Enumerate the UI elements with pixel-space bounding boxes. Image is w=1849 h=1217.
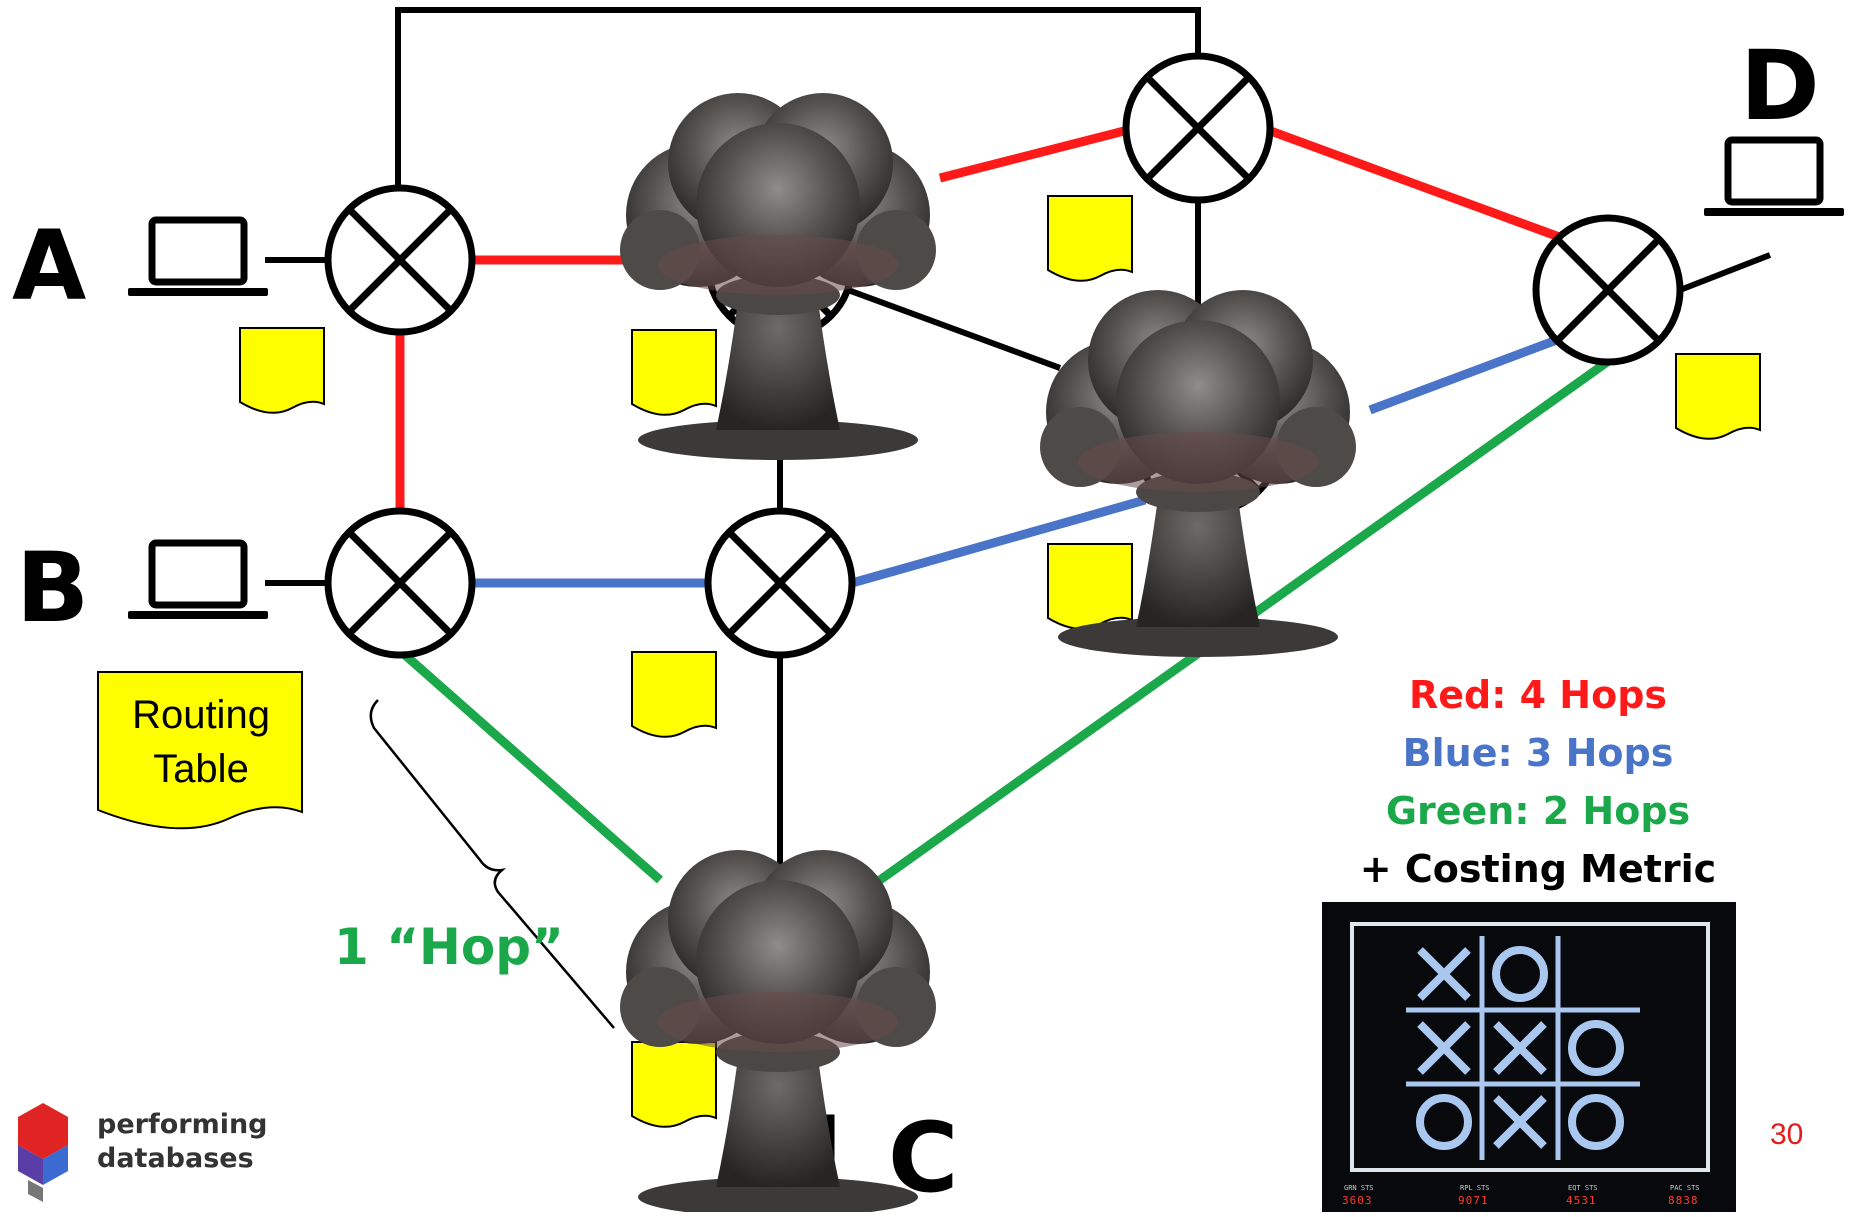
stat-label-4: PAC STS: [1670, 1184, 1700, 1192]
routing-table-note-icon: [631, 1041, 717, 1128]
host-d-link: [1678, 252, 1772, 293]
stat-value-2: 9071: [1458, 1194, 1489, 1207]
brand-line2: databases: [97, 1143, 254, 1174]
x-mark: [1493, 1021, 1547, 1075]
routing-table-note-icon: [1675, 353, 1761, 440]
laptop-icon-d: [1704, 140, 1844, 216]
green-link-b-c: [402, 651, 663, 884]
x-mark: [1417, 1021, 1471, 1075]
host-label-b: B: [16, 532, 90, 644]
stat-value-3: 4531: [1566, 1194, 1597, 1207]
blue-link-right-d: [1368, 333, 1564, 415]
stat-label-3: EQT STS: [1568, 1184, 1598, 1192]
routing-table-note-icon: [631, 651, 717, 738]
laptop-icon-b: [128, 543, 268, 619]
blue-link-mid-right: [850, 495, 1147, 588]
board-grid: [1406, 936, 1640, 1160]
host-label-c: C: [888, 1102, 959, 1214]
router-d: [1536, 218, 1680, 362]
routing-table-line1: Routing: [132, 693, 270, 737]
red-path: [395, 125, 1564, 510]
red-link-center-top: [938, 125, 1130, 183]
legend-red: Red: 4 Hops: [1408, 673, 1668, 717]
legend-blue: Blue: 3 Hops: [1402, 731, 1674, 775]
legend-costing: + Costing Metric: [1359, 847, 1717, 891]
legend: Red: 4 Hops Blue: 3 Hops Green: 2 Hops +…: [1328, 666, 1748, 898]
blue-path: [470, 333, 1564, 588]
routing-table-label: Routing Table: [108, 688, 294, 796]
routing-table-note-icon: [239, 327, 325, 414]
o-mark: [1568, 1094, 1624, 1150]
stat-value-1: 3603: [1342, 1194, 1373, 1207]
laptop-icon-a: [128, 220, 268, 296]
routing-table-note-icon: [1047, 543, 1133, 630]
brand-name: performing databases: [97, 1108, 268, 1176]
host-label-d: D: [1740, 30, 1820, 142]
o-mark: [1416, 1094, 1472, 1150]
routing-table-note-large: [97, 671, 303, 830]
stat-label-1: GRN STS: [1344, 1184, 1374, 1192]
routing-table-line2: Table: [153, 747, 249, 791]
brand-logo-icon: [18, 1103, 68, 1202]
red-link-top-d: [1266, 125, 1564, 243]
legend-green: Green: 2 Hops: [1385, 789, 1691, 833]
o-mark: [1492, 946, 1548, 1002]
tic-tac-toe-board: [1350, 922, 1710, 1172]
host-label-a: A: [12, 210, 87, 322]
routing-table-note-icon: [1047, 195, 1133, 282]
brand-line1: performing: [97, 1109, 268, 1140]
router-mid: [708, 511, 852, 655]
router-a: [328, 188, 472, 332]
hop-label: 1 “Hop”: [334, 918, 564, 976]
top-loop-link: [395, 7, 1201, 190]
slide-number: 30: [1770, 1118, 1804, 1151]
router-b: [328, 511, 472, 655]
hop-brace: [369, 699, 615, 1029]
stat-label-2: RPL STS: [1460, 1184, 1490, 1192]
routing-table-note-icon: [631, 329, 717, 416]
x-mark: [1417, 947, 1471, 1001]
o-mark: [1568, 1020, 1624, 1076]
tic-tac-toe-screen: GRN STS 3603 RPL STS 9071 EQT STS 4531 P…: [1322, 902, 1736, 1212]
stat-value-4: 8838: [1668, 1194, 1699, 1207]
x-mark: [1493, 1095, 1547, 1149]
router-top: [1126, 56, 1270, 200]
